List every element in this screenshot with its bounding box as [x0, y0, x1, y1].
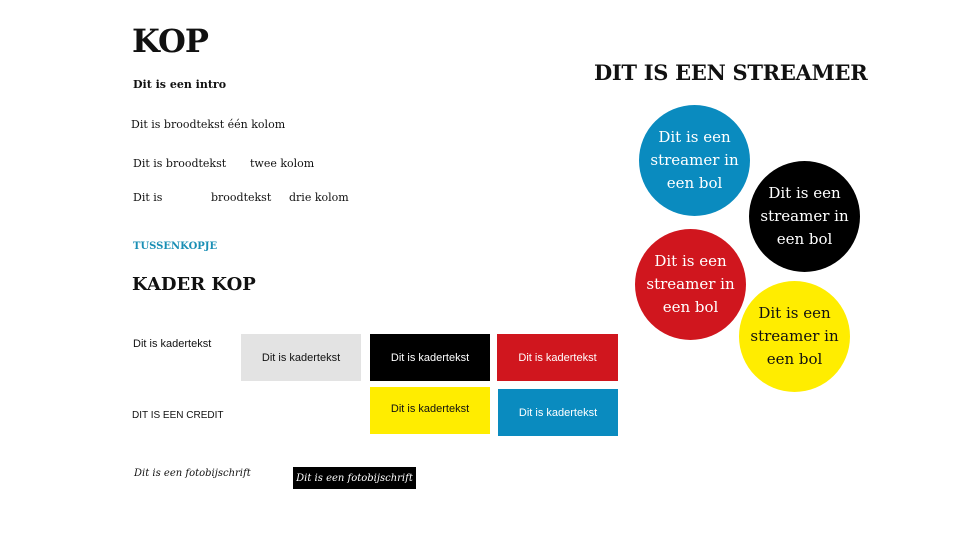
- broodtekst-twee-kolom-1: Dit is broodtekst: [133, 157, 227, 170]
- streamer-heading: DIT IS EEN STREAMER: [594, 60, 868, 85]
- streamer-bol-yellow: Dit is een streamer in een bol: [739, 281, 850, 392]
- broodtekst-drie-kolom-3: drie kolom: [289, 191, 349, 204]
- kop-heading: KOP: [132, 22, 209, 60]
- kader-grey: Dit is kadertekst: [241, 334, 361, 381]
- intro-text: Dit is een intro: [133, 78, 227, 91]
- streamer-bol-black: Dit is een streamer in een bol: [749, 161, 860, 272]
- kader-red: Dit is kadertekst: [497, 334, 618, 381]
- fotobijschrift: Dit is een fotobijschrift: [134, 468, 251, 479]
- kader-yellow: Dit is kadertekst: [370, 387, 490, 434]
- kader-blue: Dit is kadertekst: [498, 389, 618, 436]
- broodtekst-een-kolom: Dit is broodtekst één kolom: [131, 118, 286, 131]
- streamer-bol-red: Dit is een streamer in een bol: [635, 229, 746, 340]
- streamer-bol-blue: Dit is een streamer in een bol: [639, 105, 750, 216]
- tussenkopje: TUSSENKOPJE: [133, 241, 218, 252]
- broodtekst-drie-kolom-1: Dit is: [133, 191, 163, 204]
- broodtekst-drie-kolom-2: broodtekst: [211, 191, 272, 204]
- kader-black: Dit is kadertekst: [370, 334, 490, 381]
- credit-text: DIT IS EEN CREDIT: [132, 410, 224, 421]
- kader-kop: KADER KOP: [132, 274, 256, 295]
- kadertekst-plain: Dit is kadertekst: [133, 338, 212, 350]
- broodtekst-twee-kolom-2: twee kolom: [250, 157, 315, 170]
- fotobijschrift-dark: Dit is een fotobijschrift: [293, 467, 416, 489]
